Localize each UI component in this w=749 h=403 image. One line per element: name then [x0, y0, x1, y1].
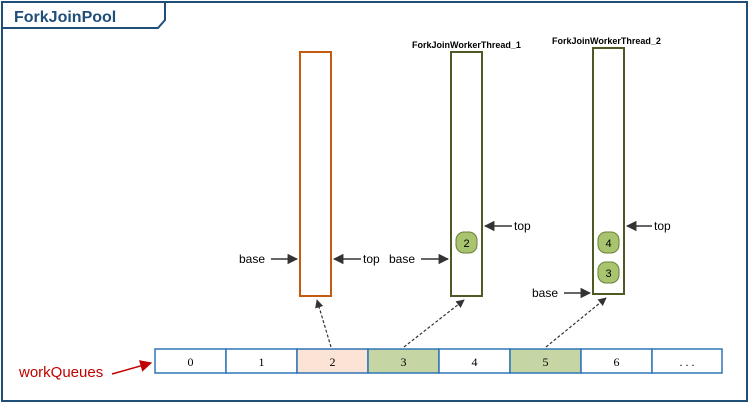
top-label-q2: top — [654, 219, 671, 233]
array-cell-3 — [367, 348, 440, 374]
task-4 — [597, 231, 620, 254]
array-cell-label-5: 5 — [543, 355, 549, 369]
array-cell-label-0: 0 — [188, 355, 194, 369]
array-cell-6 — [580, 348, 653, 374]
work-queue-1 — [450, 51, 483, 297]
task-3 — [597, 261, 620, 284]
base-label-q2: base — [532, 286, 558, 300]
workqueues-array: 0 1 2 3 4 5 6 . . . — [154, 348, 723, 374]
array-cell-4 — [438, 348, 511, 374]
task-2-label: 2 — [463, 238, 469, 250]
array-cell-0 — [154, 348, 227, 374]
link-cell2-to-queue0 — [315, 299, 332, 348]
pool-title: ForkJoinPool — [14, 9, 116, 26]
workqueues-pointer-arrow — [111, 360, 153, 375]
array-cell-label-3: 3 — [401, 355, 407, 369]
top-label-q0: top — [363, 252, 380, 266]
array-cell-2 — [296, 348, 369, 374]
array-cell-7 — [651, 348, 723, 374]
top-label-q1: top — [514, 219, 531, 233]
worker-thread-1-title: ForkJoinWorkerThread_1 — [412, 40, 521, 50]
array-cell-label-7: . . . — [680, 355, 695, 369]
workqueues-label: workQueues — [18, 364, 103, 381]
task-2 — [455, 231, 478, 254]
link-cell5-to-queue2 — [545, 297, 607, 348]
array-cell-label-4: 4 — [472, 355, 478, 369]
title-tab — [1, 1, 166, 29]
base-label-q0: base — [239, 252, 265, 266]
array-cell-label-1: 1 — [259, 355, 265, 369]
array-cell-1 — [225, 348, 298, 374]
array-cell-label-2: 2 — [330, 355, 336, 369]
work-queue-2 — [592, 47, 625, 295]
link-cell3-to-queue1 — [403, 299, 465, 348]
worker-thread-2-title: ForkJoinWorkerThread_2 — [552, 36, 661, 46]
task-3-label: 3 — [605, 268, 611, 280]
task-4-label: 4 — [605, 238, 611, 250]
base-label-q1: base — [389, 252, 415, 266]
array-cell-label-6: 6 — [614, 355, 620, 369]
work-queue-0 — [299, 51, 332, 297]
